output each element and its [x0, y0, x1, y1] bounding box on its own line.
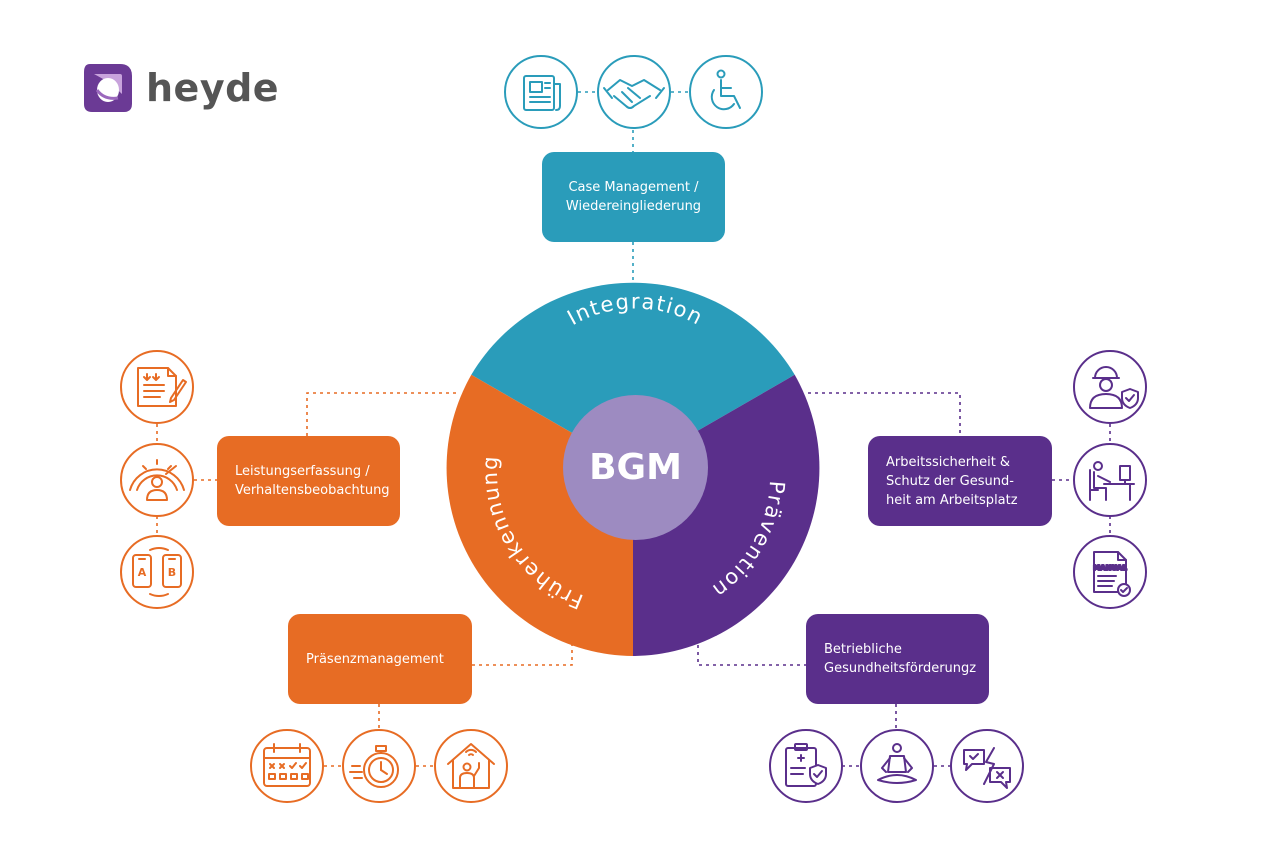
conflict-speech-bubbles-icon: [950, 729, 1024, 803]
teal-connectors: [578, 91, 689, 280]
performance-gauge-icon: [120, 443, 194, 517]
gesundheitsfoerderung-box: Betriebliche Gesundheitsförderungz: [806, 614, 989, 704]
medical-clipboard-shield-icon: [769, 729, 843, 803]
handshake-icon: [597, 55, 671, 129]
praesenzmanagement-box: Präsenzmanagement: [288, 614, 472, 704]
arbeitssicherheit-label: Arbeitssicherheit & Schutz der Gesund- h…: [886, 454, 1018, 508]
bgm-label: BGM: [589, 447, 682, 488]
leistungserfassung-box: Leistungserfassung / Verhaltensbeobachtu…: [217, 436, 400, 526]
meditation-icon: [860, 729, 934, 803]
stopwatch-icon: [342, 729, 416, 803]
desk-worker-icon: [1073, 443, 1147, 517]
home-office-icon: [434, 729, 508, 803]
case-management-label: Case Management / Wiedereingliederung: [565, 180, 702, 214]
bgm-center-circle: BGM: [563, 395, 708, 540]
leistungserfassung-label: Leistungserfassung / Verhaltensbeobachtu…: [235, 464, 390, 498]
praesenzmanagement-label: Präsenzmanagement: [306, 651, 444, 667]
phone-b-label: B: [168, 566, 176, 579]
purple-connectors: [697, 392, 1111, 767]
calendar-schedule-icon: [250, 729, 324, 803]
wheelchair-icon: [689, 55, 763, 129]
manual-document-icon: [1073, 535, 1147, 609]
ab-test-phones-icon: [120, 535, 194, 609]
logo-text: heyde: [146, 66, 280, 110]
manual-label: MANUAL: [1093, 564, 1127, 572]
document-pen-icon: [120, 350, 194, 424]
segment-integration: [471, 282, 795, 468]
case-management-box: Case Management / Wiedereingliederung: [542, 152, 725, 242]
newspaper-icon: [504, 55, 578, 129]
arbeitssicherheit-box: Arbeitssicherheit & Schutz der Gesund- h…: [868, 436, 1052, 526]
worker-shield-icon: [1073, 350, 1147, 424]
heyde-logo-mark-icon: [84, 64, 132, 112]
phone-a-label: A: [138, 566, 147, 579]
gesundheitsfoerderung-label: Betriebliche Gesundheitsförderungz: [824, 642, 977, 676]
heyde-logo: heyde: [80, 60, 279, 116]
orange-connectors: [156, 392, 573, 767]
